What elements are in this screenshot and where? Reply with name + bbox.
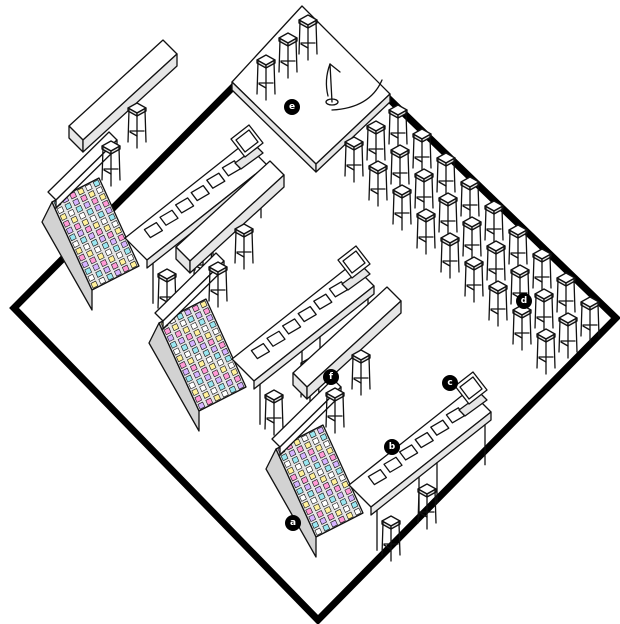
audience-stool	[438, 192, 458, 239]
stool	[381, 515, 401, 562]
stage-stool	[278, 32, 298, 79]
marker-label: a	[290, 518, 296, 528]
audience-stool	[460, 176, 480, 223]
audience-stools	[344, 104, 600, 375]
audience-stool	[464, 256, 484, 303]
marker-label: f	[329, 372, 333, 382]
stage-stool	[256, 54, 276, 101]
marker-label: e	[289, 102, 295, 112]
audience-stool	[558, 312, 578, 359]
audience-stool	[344, 136, 364, 183]
audience-stool	[486, 240, 506, 287]
stage-stool	[298, 14, 318, 61]
audience-stool	[532, 248, 552, 295]
stage-platform	[231, 5, 391, 173]
marker-f: f	[323, 369, 339, 385]
workstation-1	[41, 39, 268, 315]
audience-stool	[488, 280, 508, 327]
stage-stools	[256, 14, 318, 101]
stool	[264, 389, 284, 436]
audience-stool	[414, 168, 434, 215]
stool	[208, 261, 228, 308]
workstation-stools	[325, 349, 437, 562]
audience-stool	[484, 200, 504, 247]
audience-stool	[388, 104, 408, 151]
stool	[325, 387, 345, 434]
audience-stool	[366, 120, 386, 167]
audience-stool	[580, 296, 600, 343]
diagram-markers: a b c d e f	[284, 99, 532, 531]
stool	[351, 349, 371, 396]
audience-stool	[556, 272, 576, 319]
marker-d: d	[516, 293, 532, 309]
marker-label: c	[447, 378, 452, 388]
audience-stool	[436, 152, 456, 199]
audience-stool	[462, 216, 482, 263]
audience-stool	[368, 160, 388, 207]
audience-stool	[508, 224, 528, 271]
audience-stool	[534, 288, 554, 335]
audience-stool	[416, 208, 436, 255]
marker-label: d	[521, 296, 527, 306]
audience-stool	[536, 328, 556, 375]
stool	[101, 140, 121, 187]
stool	[127, 102, 147, 149]
stool	[234, 223, 254, 270]
audience-stool	[390, 144, 410, 191]
stool	[417, 483, 437, 530]
audience-stool	[440, 232, 460, 279]
marker-a: a	[285, 515, 301, 531]
marker-c: c	[442, 375, 458, 391]
marker-label: b	[389, 442, 396, 452]
audience-stool	[510, 264, 530, 311]
microphone-stand	[325, 63, 341, 106]
workstation-2	[148, 160, 375, 436]
marker-b: b	[384, 439, 400, 455]
audience-stool	[412, 128, 432, 175]
audience-stool	[392, 184, 412, 231]
marker-e: e	[284, 99, 300, 115]
